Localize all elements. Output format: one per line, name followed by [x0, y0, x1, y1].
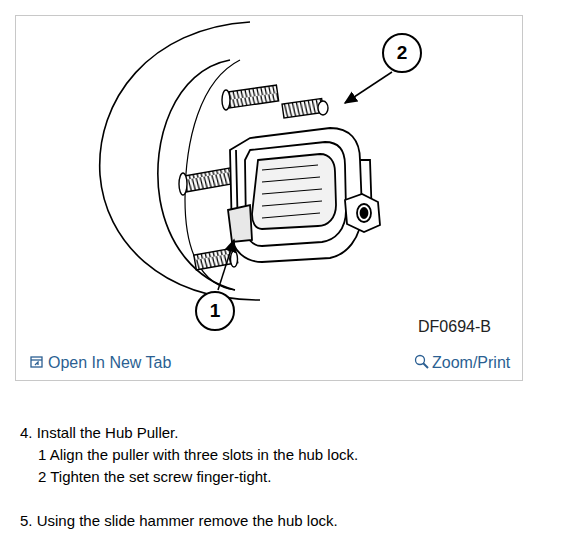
- step-text: 4. Install the Hub Puller.: [20, 424, 178, 442]
- callout-number: 2: [397, 42, 408, 64]
- callout-circle: 1: [195, 291, 235, 331]
- link-text: Zoom/Print: [432, 353, 510, 372]
- callout-circle: 2: [382, 33, 422, 73]
- figure-id: DF0694-B: [418, 317, 491, 336]
- step-text: 2 Tighten the set screw finger-tight.: [38, 468, 271, 486]
- step-text: 5. Using the slide hammer remove the hub…: [20, 512, 338, 530]
- callout-number: 1: [210, 300, 221, 322]
- step-text: 1 Align the puller with three slots in t…: [38, 446, 358, 464]
- link-text: Open In New Tab: [48, 353, 171, 372]
